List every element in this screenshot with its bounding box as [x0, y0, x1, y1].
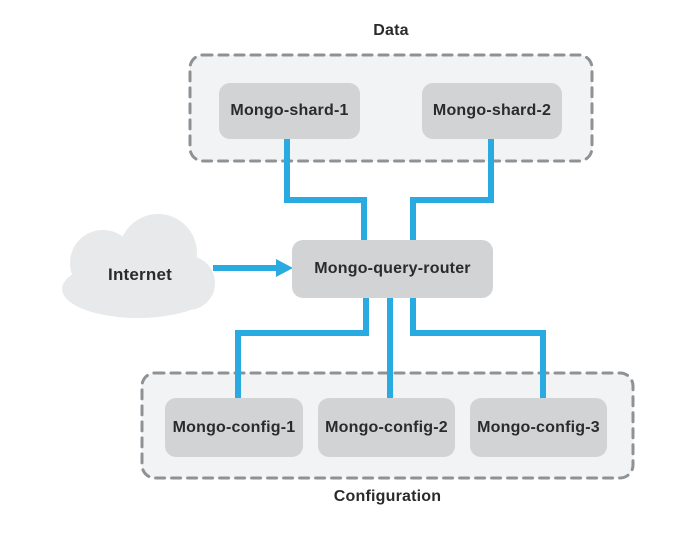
- node-mongo-config-3: Mongo-config-3: [470, 398, 607, 457]
- connector-shard1-router: [284, 136, 367, 245]
- cloud-icon: [62, 214, 215, 318]
- data-group-label: Data: [373, 22, 409, 39]
- connector-router-config1: [235, 293, 369, 403]
- configuration-group-label: Configuration: [333, 488, 442, 505]
- connector-router-config3: [410, 293, 546, 403]
- connector-shard2-router: [410, 136, 494, 245]
- node-mongo-shard-2: Mongo-shard-2: [422, 83, 562, 139]
- internet-label: Internet: [108, 265, 172, 284]
- node-mongo-config-2: Mongo-config-2: [318, 398, 455, 457]
- node-mongo-shard-1: Mongo-shard-1: [219, 83, 360, 139]
- node-mongo-config-1: Mongo-config-1: [165, 398, 303, 457]
- internet-arrow-icon: [213, 259, 293, 277]
- node-mongo-query-router: Mongo-query-router: [292, 240, 493, 298]
- connectors: [235, 136, 546, 403]
